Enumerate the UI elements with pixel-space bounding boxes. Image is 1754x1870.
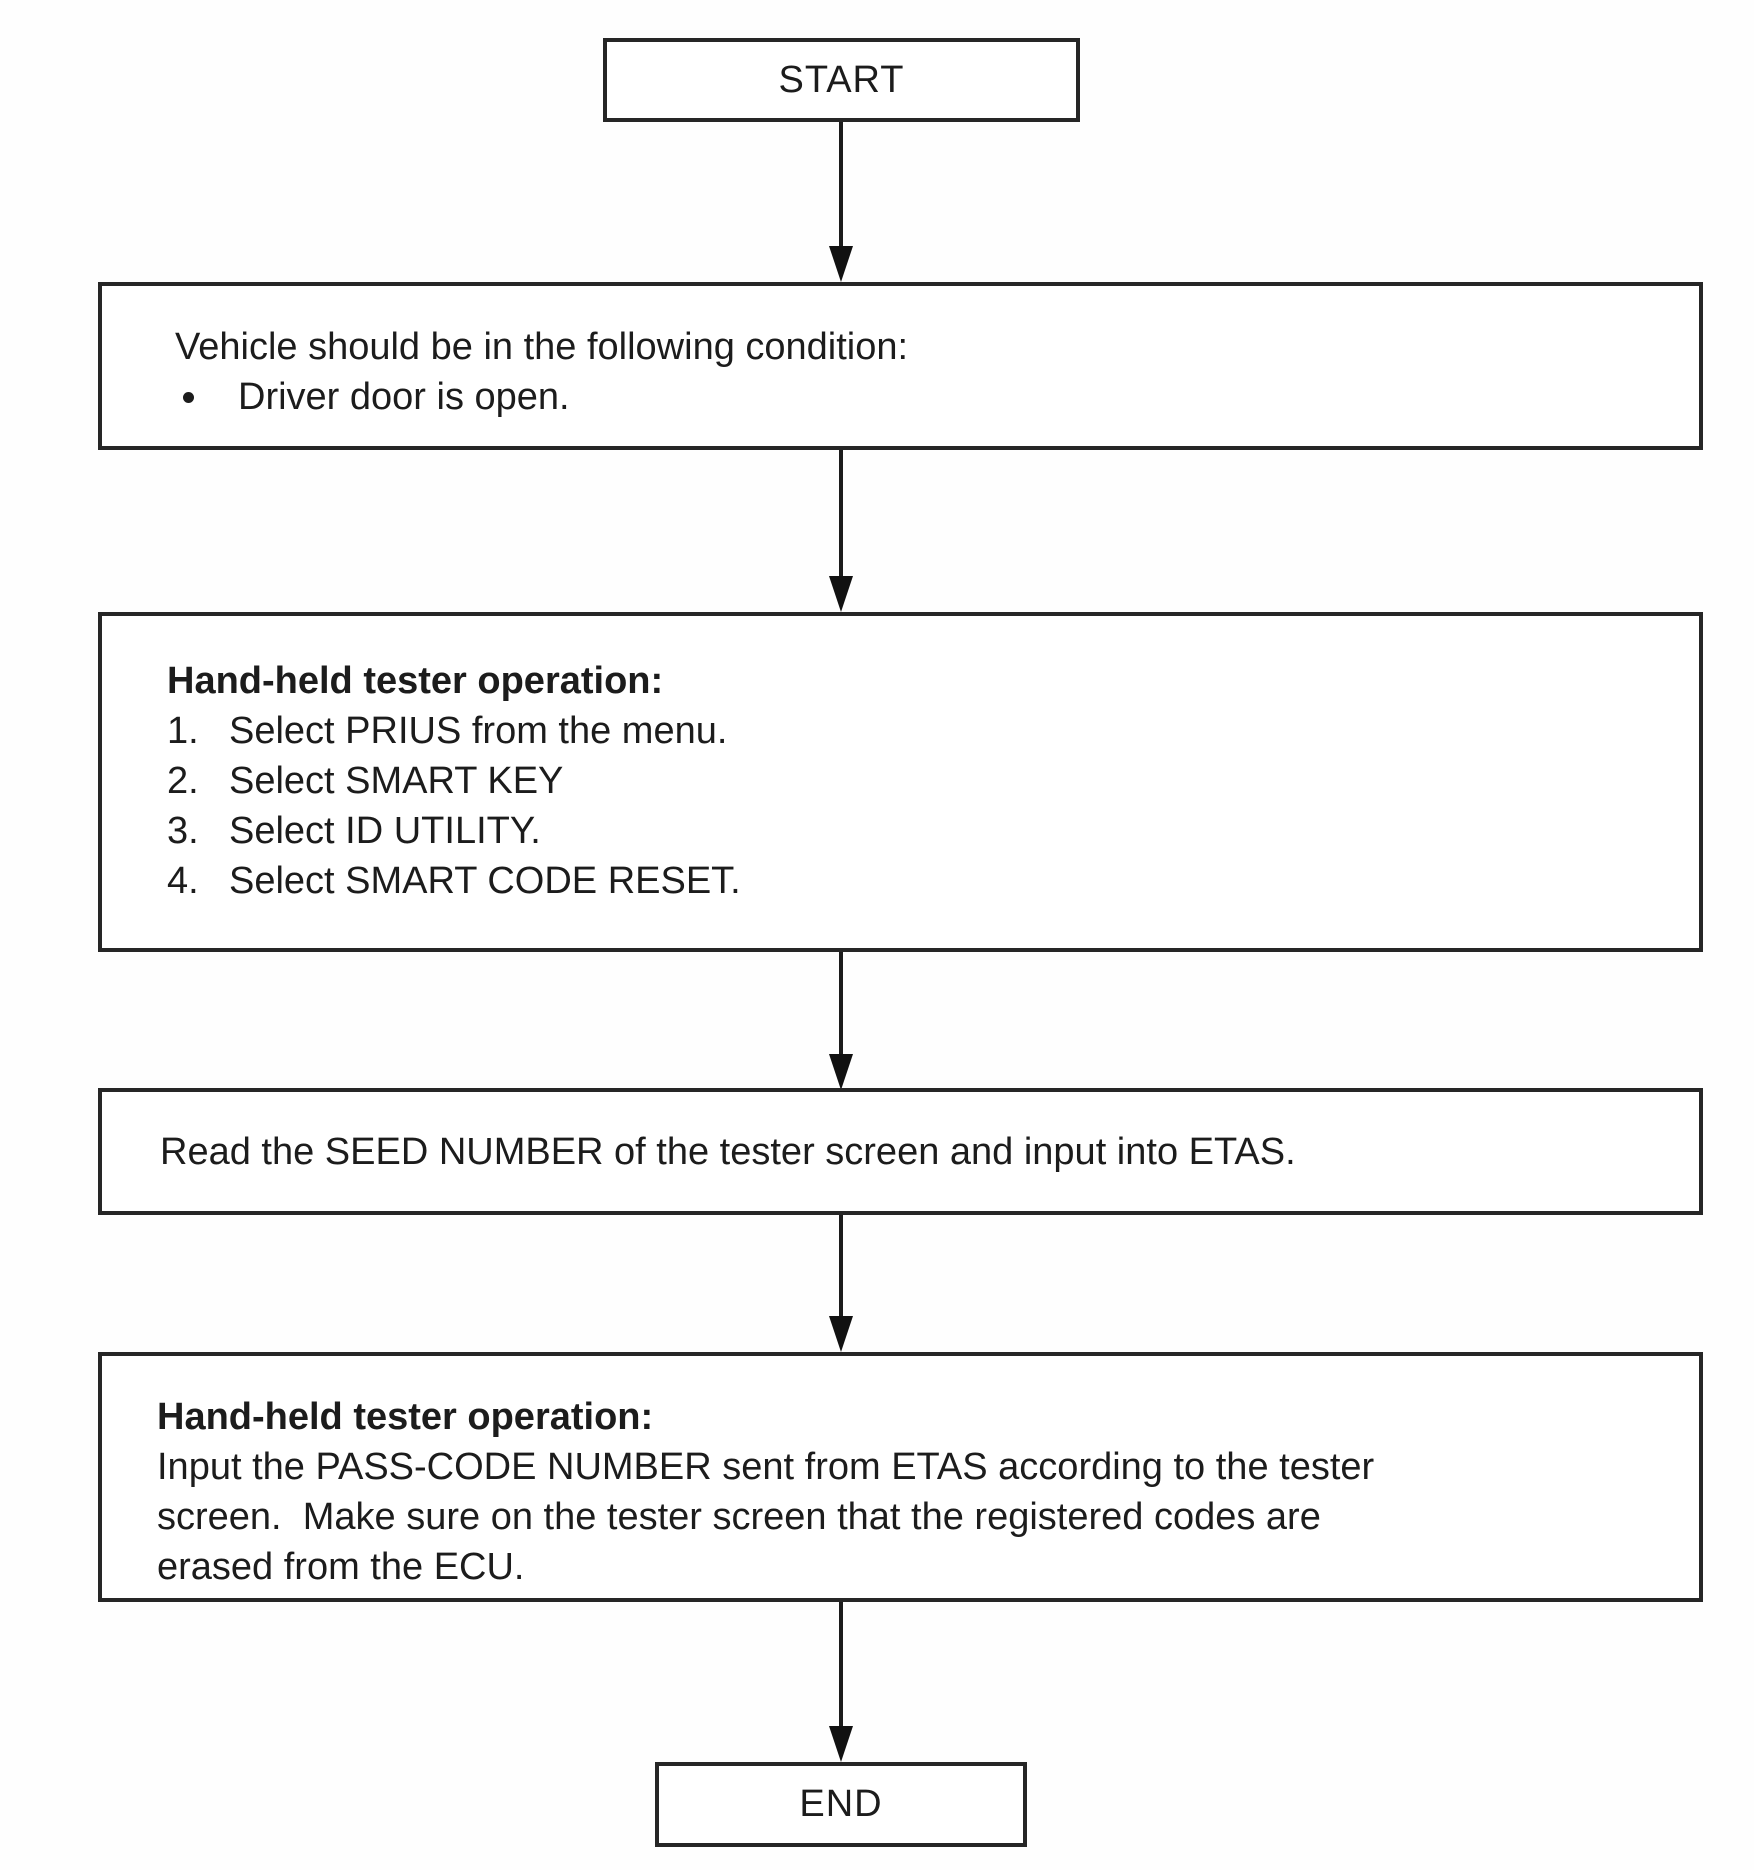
tester-operation-2-line-3: erased from the ECU. bbox=[157, 1546, 525, 1588]
tester-step-4: 4. Select SMART CODE RESET. bbox=[167, 856, 1659, 906]
tester-operation-2-line-2: screen. Make sure on the tester screen t… bbox=[157, 1496, 1321, 1538]
step-number: 1. bbox=[167, 710, 199, 752]
tester-step-1: 1. Select PRIUS from the menu. bbox=[167, 706, 1659, 756]
tester-operation-2-title: Hand-held tester operation: bbox=[157, 1396, 654, 1438]
flowchart-node-tester-operation-1: Hand-held tester operation: 1. Select PR… bbox=[98, 612, 1703, 952]
flow-arrow-2 bbox=[824, 450, 858, 612]
arrow-shaft bbox=[839, 952, 843, 1062]
step-number: 3. bbox=[167, 810, 199, 852]
flow-arrow-4 bbox=[824, 1215, 858, 1352]
start-label: START bbox=[778, 58, 905, 101]
step-number: 2. bbox=[167, 760, 199, 802]
tester-step-3: 3. Select ID UTILITY. bbox=[167, 806, 1659, 856]
arrow-down-icon bbox=[829, 576, 853, 612]
step-text: Select ID UTILITY. bbox=[229, 810, 541, 852]
arrow-down-icon bbox=[829, 1726, 853, 1762]
end-label: END bbox=[799, 1783, 883, 1825]
vehicle-condition-title: Vehicle should be in the following condi… bbox=[175, 326, 909, 368]
flowchart-node-end: END bbox=[655, 1762, 1027, 1847]
step-text: Select SMART KEY bbox=[229, 760, 564, 802]
arrow-shaft bbox=[839, 1602, 843, 1734]
vehicle-condition-bullet-text: Driver door is open. bbox=[238, 376, 570, 418]
arrow-down-icon bbox=[829, 1054, 853, 1090]
tester-operation-2-line-1: Input the PASS-CODE NUMBER sent from ETA… bbox=[157, 1446, 1375, 1488]
flowchart-node-tester-operation-2: Hand-held tester operation: Input the PA… bbox=[98, 1352, 1703, 1602]
flow-arrow-3 bbox=[824, 952, 858, 1090]
tester-operation-1-title: Hand-held tester operation: bbox=[167, 660, 664, 702]
flowchart-node-vehicle-condition: Vehicle should be in the following condi… bbox=[98, 282, 1703, 450]
flowchart-node-seed-number: Read the SEED NUMBER of the tester scree… bbox=[98, 1088, 1703, 1215]
flowchart-node-start: START bbox=[603, 38, 1080, 122]
arrow-shaft bbox=[839, 1215, 843, 1324]
step-text: Select PRIUS from the menu. bbox=[229, 710, 728, 752]
arrow-shaft bbox=[839, 122, 843, 254]
arrow-down-icon bbox=[829, 1316, 853, 1352]
arrow-down-icon bbox=[829, 246, 853, 282]
step-text: Select SMART CODE RESET. bbox=[229, 860, 741, 902]
step-number: 4. bbox=[167, 860, 199, 902]
seed-number-text: Read the SEED NUMBER of the tester scree… bbox=[160, 1130, 1296, 1173]
bullet-icon bbox=[183, 391, 194, 403]
vehicle-condition-bullet-row: Driver door is open. bbox=[175, 372, 1659, 422]
flow-arrow-1 bbox=[824, 122, 858, 282]
arrow-shaft bbox=[839, 450, 843, 584]
tester-step-2: 2. Select SMART KEY bbox=[167, 756, 1659, 806]
flow-arrow-5 bbox=[824, 1602, 858, 1762]
